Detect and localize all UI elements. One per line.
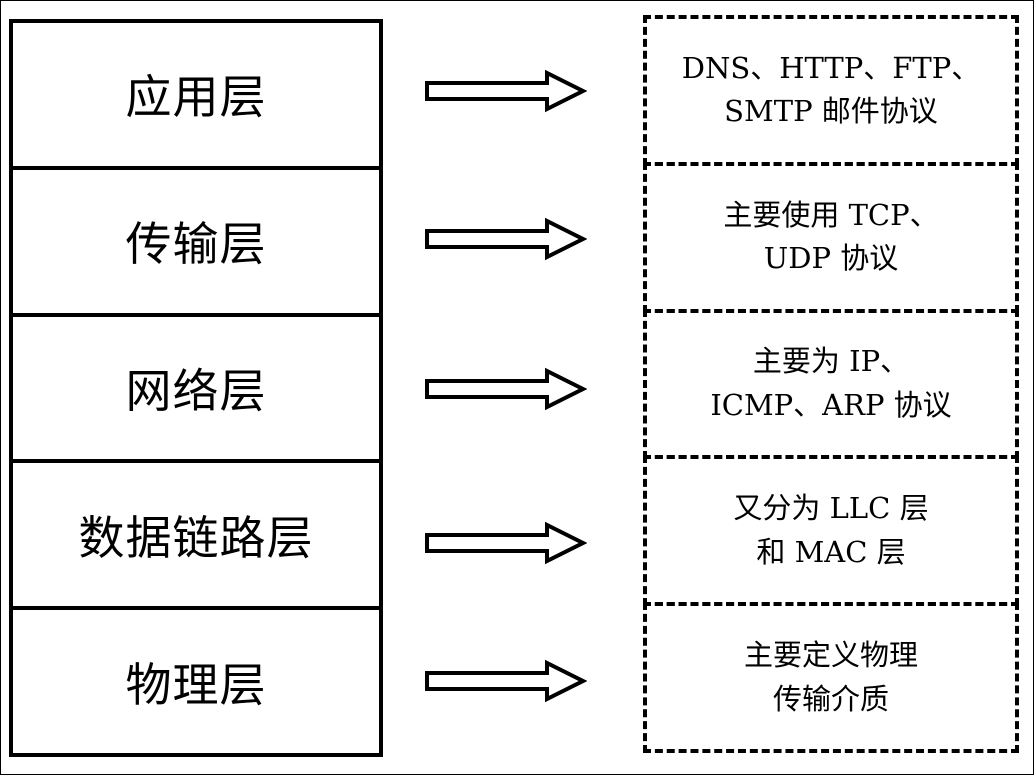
desc-line: 又分为 LLC 层 (733, 491, 929, 526)
desc-line: ICMP、ARP 协议 (710, 387, 952, 422)
double-line-right-arrow-icon (425, 69, 587, 113)
layer-label: 网络层 (125, 363, 267, 418)
desc-line: 主要定义物理 (743, 638, 918, 673)
layer-box-physical: 物理层 (13, 606, 379, 753)
desc-text: 又分为 LLC 层 和 MAC 层 (733, 487, 928, 574)
desc-box-physical: 主要定义物理 传输介质 (643, 602, 1019, 753)
layer-label: 数据链路层 (78, 510, 314, 565)
protocol-description-stack: DNS、HTTP、FTP、 SMTP 邮件协议 主要使用 TCP、 UDP 协议… (643, 15, 1019, 753)
desc-line: DNS、HTTP、FTP、 (681, 50, 981, 85)
desc-line: 和 MAC 层 (756, 534, 906, 569)
desc-box-network: 主要为 IP、 ICMP、ARP 协议 (643, 308, 1019, 460)
layer-label: 传输层 (125, 217, 267, 272)
layer-label: 应用层 (125, 70, 267, 125)
desc-box-data-link: 又分为 LLC 层 和 MAC 层 (643, 455, 1019, 607)
desc-box-application: DNS、HTTP、FTP、 SMTP 邮件协议 (643, 15, 1019, 166)
desc-line: SMTP 邮件协议 (724, 94, 938, 129)
desc-text: DNS、HTTP、FTP、 SMTP 邮件协议 (682, 47, 981, 134)
desc-line: UDP 协议 (763, 241, 899, 276)
desc-line: 传输介质 (772, 681, 889, 716)
desc-box-transport: 主要使用 TCP、 UDP 协议 (643, 161, 1019, 313)
double-line-right-arrow-icon (425, 521, 587, 565)
desc-text: 主要定义物理 传输介质 (744, 634, 918, 721)
layer-box-transport: 传输层 (13, 165, 379, 313)
desc-text: 主要使用 TCP、 UDP 协议 (723, 194, 938, 281)
desc-line: 主要使用 TCP、 (723, 197, 939, 232)
layer-label: 物理层 (125, 657, 267, 712)
double-line-right-arrow-icon (425, 659, 587, 703)
desc-line: 主要为 IP、 (752, 344, 910, 379)
layer-box-network: 网络层 (13, 312, 379, 460)
double-line-right-arrow-icon (425, 217, 587, 261)
layer-box-application: 应用层 (13, 23, 379, 166)
desc-text: 主要为 IP、 ICMP、ARP 协议 (710, 340, 951, 427)
osi-layer-stack: 应用层 传输层 网络层 数据链路层 物理层 (9, 19, 383, 757)
double-line-right-arrow-icon (425, 367, 587, 411)
layer-box-data-link: 数据链路层 (13, 459, 379, 606)
